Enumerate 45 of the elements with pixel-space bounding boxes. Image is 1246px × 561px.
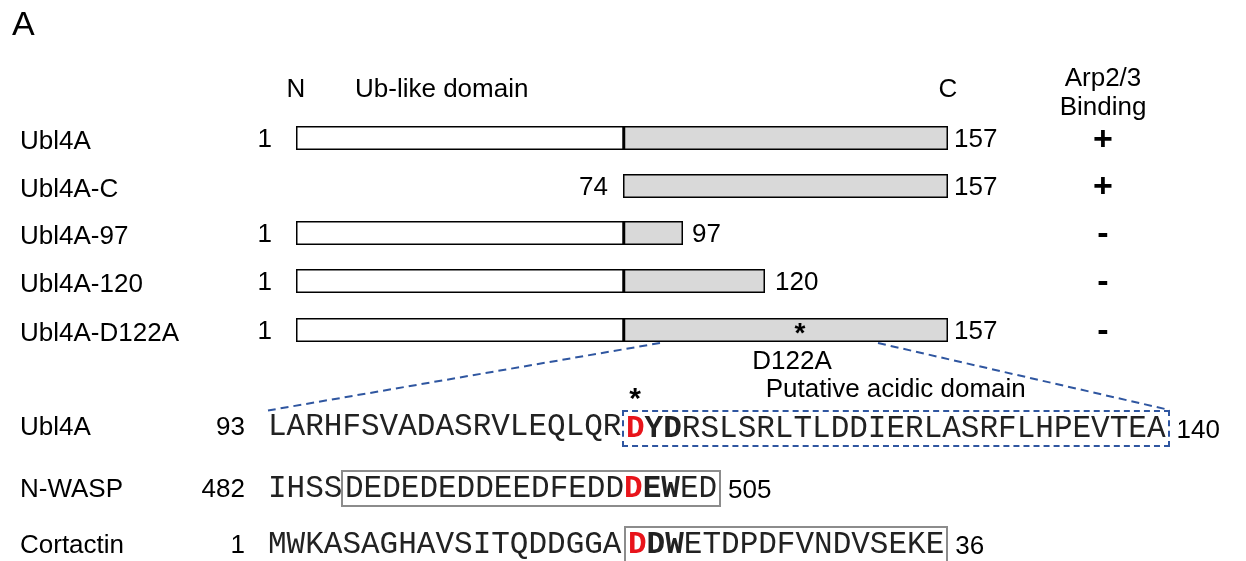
mutation-asterisk: * [629,386,641,410]
sequence-text: LARHFSVADASRVLEQLQR [268,410,622,442]
residue-number: 505 [728,474,772,503]
sequence-text: DDWETDPDFVNDVSEKE [628,529,945,560]
residue-number: 1 [257,315,272,345]
mutation-label: D122A [752,345,832,375]
sequence-text: DYDRSLSRLTLDDIERLASRFLHPEVTEA [626,413,1166,444]
column-header: Arp2/3 Binding [1058,63,1148,121]
residue-number: 157 [954,123,998,153]
sequence-text: IHSS [268,472,343,504]
protein-name: Ubl4A [20,411,91,441]
sequence-text: MWKASAGHAVSITQDDGGA [268,528,622,560]
construct-name: Ubl4A [20,125,91,155]
residue-number: 482 [201,473,245,503]
residue-number: 93 [216,411,245,441]
construct-name: Ubl4A-97 [20,220,129,250]
binding-result: - [1097,214,1109,252]
domain-label: Ub-like domain [355,73,529,103]
binding-result: - [1097,262,1109,300]
residue-number: 1 [230,529,245,559]
mutation-asterisk: * [794,321,806,345]
residue-number: 157 [954,315,998,345]
protein-name: Cortactin [20,529,125,559]
construct-name: Ubl4A-D122A [20,317,179,347]
protein-name: N-WASP [20,473,124,503]
construct-name: Ubl4A-120 [20,268,143,298]
residue-number: 140 [1176,414,1220,443]
sequence-text: DEDEDEDDEEDFEDDDEWED [345,473,718,504]
construct-name: Ubl4A-C [20,173,119,203]
terminus-label: N [286,73,306,103]
residue-number: 1 [257,218,272,248]
domain-label: Putative acidic domain [765,373,1026,403]
residue-number: 1 [257,266,272,296]
residue-number: 74 [579,171,608,201]
residue-number: 1 [257,123,272,153]
binding-result: + [1093,120,1113,158]
leader-line [267,342,661,412]
residue-number: 120 [775,266,819,296]
terminus-label: C [938,73,958,103]
panel-letter: A [12,5,35,43]
residue-number: 97 [692,218,721,248]
residue-number: 157 [954,171,998,201]
binding-result: + [1093,167,1113,205]
binding-result: - [1097,311,1109,349]
residue-number: 36 [955,530,985,559]
